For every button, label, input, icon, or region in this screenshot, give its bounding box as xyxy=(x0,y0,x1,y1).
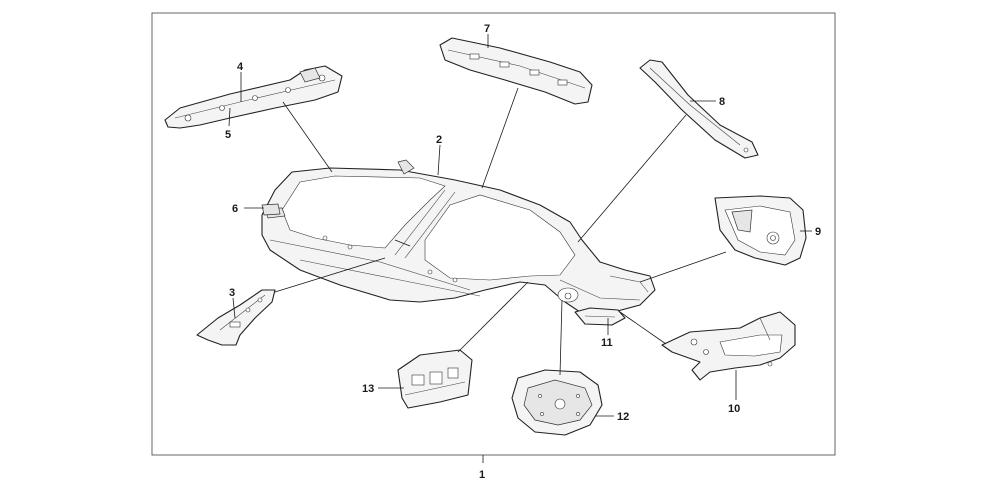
callout-12: 12 xyxy=(617,411,629,423)
assembly-line-6 xyxy=(394,239,411,247)
assembly-line-7 xyxy=(481,87,519,189)
callout-2: 2 xyxy=(436,134,442,146)
assembly-line-3 xyxy=(274,257,386,293)
part-10-quarter-inner-lower xyxy=(661,311,796,381)
part-8-rear-pillar-reinforcement xyxy=(639,59,759,159)
leader-2 xyxy=(437,144,441,176)
part-9-wheelhouse-upper xyxy=(714,195,807,266)
part-6-pillar-patch xyxy=(261,203,281,216)
callout-3: 3 xyxy=(229,287,235,299)
part-11-bracket xyxy=(574,307,626,326)
callout-11: 11 xyxy=(601,337,613,349)
assembly-line-13 xyxy=(457,281,529,353)
callout-8: 8 xyxy=(719,96,725,108)
callout-1: 1 xyxy=(479,469,485,481)
callout-13: 13 xyxy=(362,383,374,395)
assembly-line-8 xyxy=(577,114,687,243)
callout-7: 7 xyxy=(484,23,490,35)
callout-10: 10 xyxy=(728,403,740,415)
assembly-line-9 xyxy=(639,251,727,283)
leader-5 xyxy=(228,107,231,127)
leader-3 xyxy=(232,297,236,319)
callout-6: 6 xyxy=(232,203,238,215)
callout-9: 9 xyxy=(815,226,821,238)
part-3-center-pillar-inner xyxy=(196,289,276,346)
callout-4: 4 xyxy=(237,61,244,73)
assembly-line-4 xyxy=(282,101,333,173)
part-7-roof-side-reinforcement xyxy=(439,37,593,105)
assembly-frame xyxy=(151,12,836,456)
callout-5: 5 xyxy=(225,129,231,141)
assembly-line-10 xyxy=(619,311,667,345)
part-2-side-outer-panel xyxy=(261,159,656,314)
part-13-floor-bracket xyxy=(397,349,473,409)
part-4-roof-rail-front xyxy=(164,65,343,129)
part-12-spare-wheel-well xyxy=(511,369,603,436)
assembly-line-12 xyxy=(559,299,563,376)
